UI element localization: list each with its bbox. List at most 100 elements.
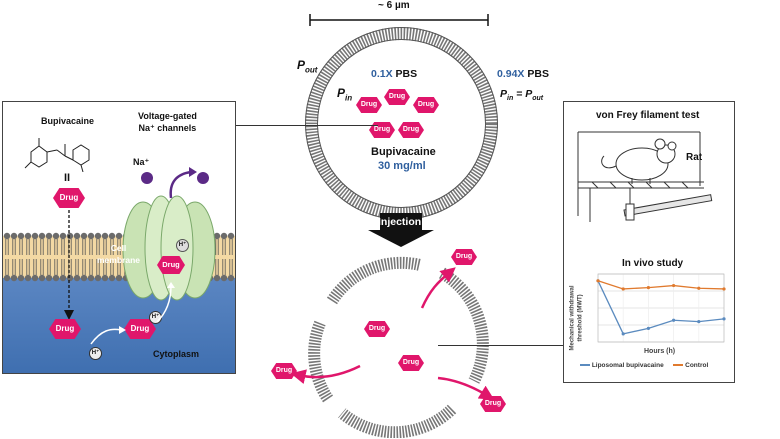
lipid-head	[73, 274, 81, 282]
drug-hexagon: Drug	[49, 319, 81, 339]
lipid-head	[94, 232, 102, 240]
legend-item: Liposomal bupivacaine	[591, 362, 664, 369]
lipid-head	[10, 232, 18, 240]
lipid-head	[101, 274, 109, 282]
data-point	[646, 326, 650, 330]
lipid-head	[115, 274, 123, 282]
bupivacaine-label: Bupivacaine	[41, 116, 95, 126]
lipid-head	[115, 232, 123, 240]
data-point	[672, 283, 676, 288]
sodium-ion	[197, 172, 209, 184]
lipid-head	[220, 232, 228, 240]
cytoplasm-label: Cytoplasm	[153, 349, 200, 359]
intact-liposome	[305, 27, 498, 220]
lipid-head	[3, 274, 11, 282]
lipid-head	[45, 232, 53, 240]
protonation-arrow	[90, 326, 126, 345]
pressure-equation: Pin = Pout	[500, 88, 544, 103]
drug-hexagon: Drug	[271, 363, 297, 379]
lipid-head	[213, 232, 221, 240]
outer-buffer-label: 0.94X PBS	[497, 68, 549, 80]
lipid-head	[87, 274, 95, 282]
lipid-head	[38, 274, 46, 282]
drug-hexagon: Drug	[124, 319, 156, 339]
lipid-head	[17, 274, 25, 282]
rat-label: Rat	[686, 152, 703, 163]
data-point	[722, 287, 726, 291]
drug-name-label: Bupivacaine	[371, 146, 436, 158]
lipid-head	[220, 274, 228, 282]
drug-hexagon: Drug	[356, 97, 382, 113]
drug-hexagon: Drug	[398, 122, 424, 138]
p-in-label: Pin	[337, 86, 353, 103]
drug-hexagon: Drug	[398, 355, 424, 371]
lipid-head	[24, 274, 32, 282]
mwt-line-chart	[596, 273, 726, 343]
legend-swatch	[580, 364, 590, 367]
lipid-head	[80, 232, 88, 240]
drug-hexagon: Drug	[157, 256, 185, 274]
drug-hexagon: Drug	[364, 321, 390, 337]
proton-icon: H⁺	[176, 239, 189, 252]
drug-hexagon: Drug	[480, 396, 506, 412]
lipid-head	[31, 232, 39, 240]
entry-arrow	[156, 282, 175, 323]
channels-label: Voltage-gated Na⁺ channels	[138, 111, 197, 133]
lipid-head	[38, 232, 46, 240]
in-vivo-panel: von Frey filament test R	[563, 101, 735, 383]
lipid-head	[73, 232, 81, 240]
drug-hexagon: Drug	[413, 97, 439, 113]
blocked-flow-arrow	[169, 167, 197, 199]
test-title: von Frey filament test	[596, 110, 700, 121]
injection-label: Injection	[378, 216, 422, 228]
proton-icon: H⁺	[89, 347, 102, 360]
drug-dose-label: 30 mg/ml	[378, 160, 426, 172]
connector-line	[438, 345, 564, 346]
legend-swatch	[673, 364, 684, 367]
data-point	[722, 317, 726, 321]
lipid-head	[17, 232, 25, 240]
lipid-head	[3, 232, 11, 240]
rat-platform-illustration	[577, 131, 713, 222]
series-line	[597, 280, 725, 335]
chart-legend: Liposomal bupivacaine Control	[580, 362, 708, 369]
scale-bar	[309, 14, 489, 26]
legend-item: Control	[685, 362, 709, 369]
membrane-label: Cell membrane	[97, 243, 140, 265]
lipid-head	[227, 274, 235, 282]
lipid-head	[59, 274, 67, 282]
sodium-label: Na⁺	[133, 157, 150, 167]
mechanism-panel: Bupivacaine Voltage-gated Na⁺ channels I…	[2, 101, 236, 374]
lipid-head	[80, 274, 88, 282]
chart-xlabel: Hours (h)	[644, 348, 676, 355]
lipid-head	[87, 232, 95, 240]
series-line	[597, 280, 725, 290]
data-point	[596, 279, 600, 283]
lipid-head	[101, 232, 109, 240]
drug-hexagon: Drug	[53, 188, 85, 208]
lipid-head	[227, 232, 235, 240]
data-point	[697, 286, 701, 290]
data-point	[646, 286, 650, 290]
data-point	[621, 287, 625, 291]
lipid-head	[45, 274, 53, 282]
diffusion-arrow	[64, 210, 74, 320]
drug-hexagon: Drug	[369, 122, 395, 138]
equivalence-mark: II	[64, 172, 71, 184]
chart-ylabel: Mechanical withdrawal threshold (MWT)	[569, 285, 584, 351]
study-title: In vivo study	[622, 258, 684, 269]
drug-hexagon: Drug	[451, 249, 477, 265]
sodium-ion	[141, 172, 153, 184]
p-out-label: Pout	[297, 58, 318, 75]
release-arrows	[290, 267, 495, 400]
inner-buffer-label: 0.1X PBS	[371, 68, 418, 80]
bupivacaine-structure-icon	[24, 138, 90, 172]
data-point	[621, 332, 625, 336]
connector-line	[234, 125, 378, 126]
lipid-head	[52, 274, 60, 282]
lipid-head	[94, 274, 102, 282]
data-point	[697, 320, 701, 324]
injection-arrow	[368, 213, 434, 247]
lipid-head	[52, 232, 60, 240]
lipid-head	[31, 274, 39, 282]
